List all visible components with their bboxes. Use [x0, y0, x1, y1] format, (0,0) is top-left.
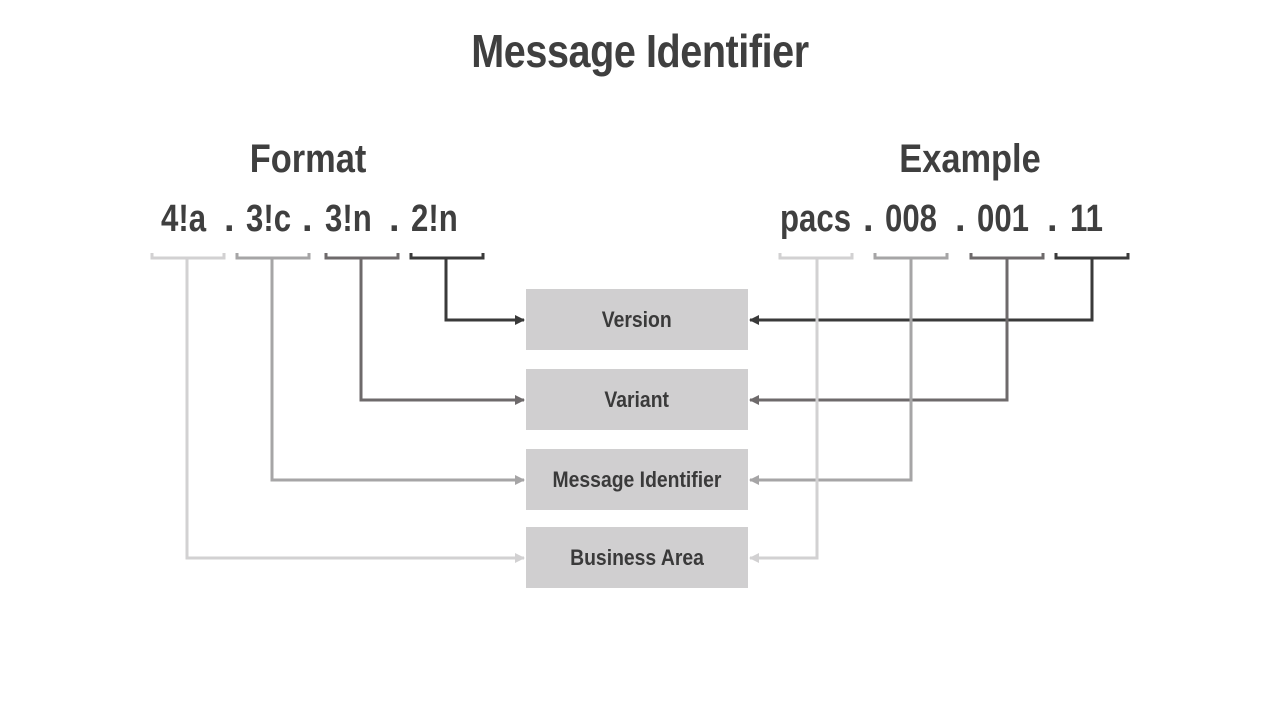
example-bracket-version [1054, 253, 1130, 260]
example-separator: . [1047, 198, 1058, 240]
component-label: Version [602, 306, 672, 332]
example-segment-message-identifier: 008 [885, 198, 937, 240]
format-bracket-variant [324, 253, 400, 260]
component-box-business-area: Business Area [526, 527, 748, 588]
example-bracket-message-identifier [873, 253, 949, 260]
component-box-variant: Variant [526, 369, 748, 430]
example-bracket-business-area [778, 253, 854, 260]
format-segment-business-area: 4!a [161, 198, 207, 240]
example-segment-version: 11 [1070, 198, 1103, 240]
example-segment-business-area: pacs [780, 198, 852, 240]
format-separator: . [389, 198, 400, 240]
format-connector-version [444, 258, 525, 325]
format-connector-business-area [185, 258, 525, 563]
format-connector-message-identifier [270, 258, 525, 485]
format-separator: . [302, 198, 313, 240]
format-segment-message-identifier: 3!c [246, 198, 292, 240]
example-bracket-variant [969, 253, 1045, 260]
example-connector-message-identifier [749, 258, 913, 485]
format-separator: . [224, 198, 235, 240]
format-segment-variant: 3!n [325, 198, 372, 240]
format-heading: Format [249, 137, 367, 181]
example-connector-version [749, 258, 1094, 325]
component-box-version: Version [526, 289, 748, 350]
component-label: Variant [604, 386, 670, 412]
example-segment-variant: 001 [977, 198, 1029, 240]
format-connector-variant [359, 258, 525, 405]
example-separator: . [863, 198, 874, 240]
diagram-title: Message Identifier [471, 25, 809, 77]
example-connector-business-area [749, 258, 819, 563]
format-segment-version: 2!n [411, 198, 458, 240]
example-heading: Example [899, 137, 1041, 181]
example-connector-variant [749, 258, 1009, 405]
format-bracket-version [409, 253, 485, 260]
component-label: Message Identifier [552, 466, 722, 492]
example-separator: . [955, 198, 966, 240]
format-bracket-business-area [150, 253, 226, 260]
component-box-message-identifier: Message Identifier [526, 449, 748, 510]
format-bracket-message-identifier [235, 253, 311, 260]
component-label: Business Area [570, 544, 704, 570]
